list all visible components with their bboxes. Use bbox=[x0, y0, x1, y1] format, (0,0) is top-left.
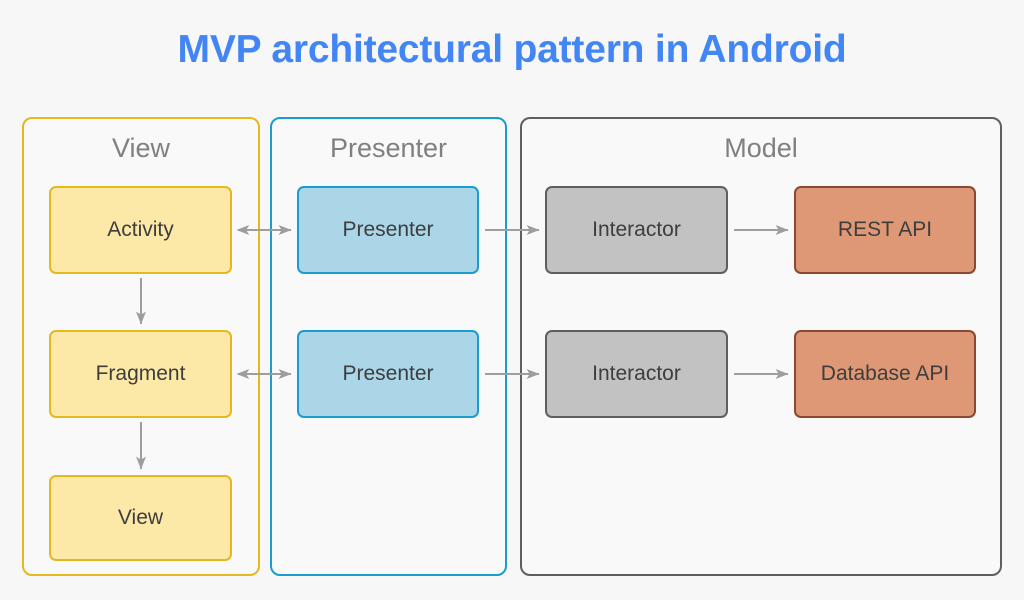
node-presenter-2[interactable]: Presenter bbox=[297, 330, 479, 418]
node-activity[interactable]: Activity bbox=[49, 186, 232, 274]
node-interactor-1[interactable]: Interactor bbox=[545, 186, 728, 274]
node-interactor-2-label: Interactor bbox=[592, 362, 681, 386]
node-presenter-1[interactable]: Presenter bbox=[297, 186, 479, 274]
node-activity-label: Activity bbox=[107, 218, 174, 242]
node-database-api[interactable]: Database API bbox=[794, 330, 976, 418]
node-presenter-1-label: Presenter bbox=[342, 218, 434, 242]
node-rest-api[interactable]: REST API bbox=[794, 186, 976, 274]
node-database-api-label: Database API bbox=[820, 362, 950, 386]
node-view[interactable]: View bbox=[49, 475, 232, 561]
node-interactor-2[interactable]: Interactor bbox=[545, 330, 728, 418]
node-fragment[interactable]: Fragment bbox=[49, 330, 232, 418]
node-presenter-2-label: Presenter bbox=[342, 362, 434, 386]
column-header-presenter: Presenter bbox=[329, 133, 448, 163]
column-header-view: View bbox=[111, 133, 171, 163]
node-rest-api-label: REST API bbox=[837, 218, 933, 242]
node-interactor-1-label: Interactor bbox=[592, 218, 681, 242]
page-title: MVP architectural pattern in Android bbox=[177, 28, 847, 71]
node-view-label: View bbox=[117, 506, 164, 530]
node-fragment-label: Fragment bbox=[95, 362, 186, 386]
column-header-model: Model bbox=[724, 133, 798, 163]
